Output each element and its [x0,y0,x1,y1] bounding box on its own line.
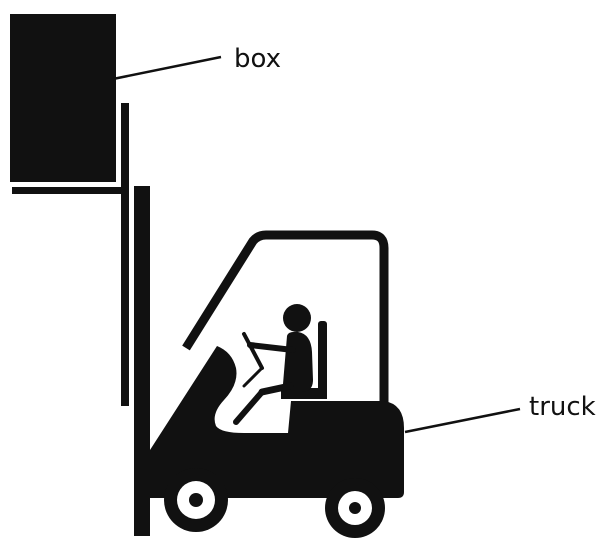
truck-leader-line [405,409,520,432]
rear-wheel-hub [349,502,361,514]
seat-back [318,321,327,397]
mast-rear [134,186,150,536]
operator-head [283,304,311,332]
box-label: box [234,46,281,72]
operator-lower-leg [236,392,262,422]
steering-link [244,368,262,386]
steering-column [244,334,262,368]
fork-blade [12,187,128,194]
front-wheel-hub [189,493,203,507]
mast-front [121,103,129,406]
box-leader-line [113,57,221,79]
operator-torso [283,332,314,392]
box-shape [10,14,116,182]
truck-label: truck [529,394,596,420]
